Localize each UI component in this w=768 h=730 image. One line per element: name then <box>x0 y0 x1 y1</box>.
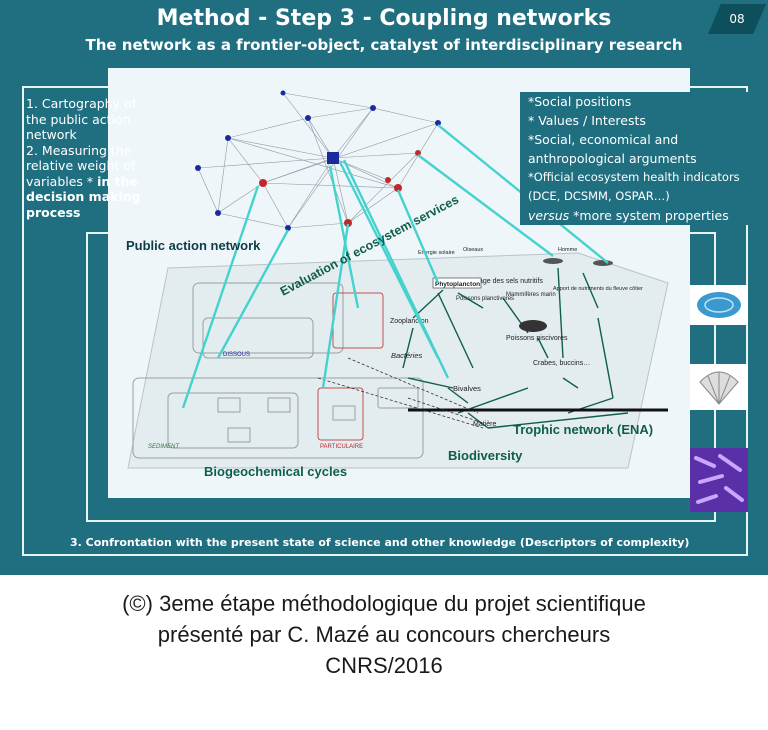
network-edges <box>197 92 439 229</box>
label-homme: Homme <box>558 247 577 253</box>
label-sediment: SEDIMENT <box>148 444 180 450</box>
right-line-5-em: versus <box>528 208 570 223</box>
left-item-2-text: Measuring the relative weight of variabl… <box>26 142 136 189</box>
label-biogeochemical-cycles: Biogeochemical cycles <box>204 464 347 479</box>
slide-title: Method - Step 3 - Coupling networks <box>156 6 612 31</box>
network-node <box>415 150 421 156</box>
network-node <box>195 165 201 171</box>
caption: (©) 3eme étape méthodologique du projet … <box>0 588 768 681</box>
label-biodiversity: Biodiversity <box>448 448 523 463</box>
network-nodes <box>195 90 441 231</box>
right-line-3: *Social, economical and anthropological … <box>528 132 697 166</box>
caption-line-2: présenté par C. Mazé au concours cherche… <box>157 622 611 647</box>
label-apport: Apport de nutriments du fleuve côtier <box>553 286 643 292</box>
slide: Method - Step 3 - Coupling networks The … <box>0 0 768 575</box>
network-node <box>215 210 221 216</box>
coupling-diagram: Recyclage des sels nutritifs SEDIMENT DI… <box>126 90 669 479</box>
network-node-hub <box>327 152 339 164</box>
slide-subtitle: The network as a frontier-object, cataly… <box>85 36 683 54</box>
label-phytoplancton: Phytoplancton <box>435 281 480 288</box>
label-crabes: Crabes, buccins… <box>533 360 590 367</box>
label-mammiferes: Mammifères marin <box>506 292 556 298</box>
diagram-panel: Recyclage des sels nutritifs SEDIMENT DI… <box>108 68 690 498</box>
network-node <box>280 90 286 96</box>
label-dissous: DISSOUS <box>223 352 250 358</box>
right-line-2: * Values / Interests <box>528 113 646 128</box>
left-item-1: 1. Cartography of the public action netw… <box>26 96 146 143</box>
bacteria-image <box>690 448 748 512</box>
network-thumbnail-image <box>690 285 748 325</box>
network-node <box>305 115 311 121</box>
network-node <box>435 120 441 126</box>
left-panel: 1. Cartography of the public action netw… <box>26 96 146 220</box>
caption-line-3: CNRS/2016 <box>325 653 443 678</box>
left-item-2-bold-text: in the decision making process <box>26 173 141 220</box>
left-item-1-text: Cartography of the public action network <box>26 96 137 142</box>
phyto-box <box>432 277 482 289</box>
label-zooplancton: Zooplancton <box>390 318 429 325</box>
network-node <box>259 179 267 187</box>
coupling-links <box>181 124 609 409</box>
right-line-5: versus *more system properties <box>528 206 748 225</box>
network-node <box>225 135 231 141</box>
plane <box>127 252 669 469</box>
trophic-edges <box>402 267 629 429</box>
label-bivalves: Bivalves <box>453 384 481 393</box>
mammal-icon <box>543 258 563 264</box>
right-panel: *Social positions * Values / Interests *… <box>520 92 748 225</box>
label-recyclage: Recyclage des sels nutritifs <box>458 278 543 285</box>
right-line-5-text: *more system properties <box>569 208 729 223</box>
label-poissons-planctivores: Poissons planctivores <box>456 296 514 302</box>
fish-icon <box>519 320 547 332</box>
label-public-action-network: Public action network <box>126 238 261 253</box>
network-node <box>370 105 376 111</box>
left-item-1-number: 1. <box>26 96 38 111</box>
label-poissons-piscivores: Poissons piscivores <box>506 335 568 342</box>
network-node <box>344 219 352 227</box>
bottom-step-text: 3. Confrontation with the present state … <box>70 536 690 549</box>
network-node <box>385 177 391 183</box>
right-line-1: *Social positions <box>528 94 632 109</box>
left-item-2-number: 2. <box>26 142 38 158</box>
label-energie: Energie solaire <box>418 250 455 256</box>
label-trophic-network: Trophic network (ENA) <box>513 422 653 437</box>
boat-icon <box>593 260 613 266</box>
network-node <box>394 184 402 192</box>
label-oiseaux: Oiseaux <box>463 247 483 253</box>
network-node <box>285 225 291 231</box>
biogeochemical-boxes <box>132 282 424 459</box>
label-bacteries: Bactéries <box>391 351 423 360</box>
matter-links <box>317 357 484 429</box>
label-matiere: Matière <box>473 421 496 428</box>
shell-image <box>690 364 748 410</box>
left-item-2: 2. Measuring the relative weight of vari… <box>26 143 146 221</box>
caption-line-1: (©) 3eme étape méthodologique du projet … <box>122 591 646 616</box>
label-particulaire: PARTICULAIRE <box>320 444 363 450</box>
right-line-4: *Official ecosystem health indicators (D… <box>528 170 740 203</box>
